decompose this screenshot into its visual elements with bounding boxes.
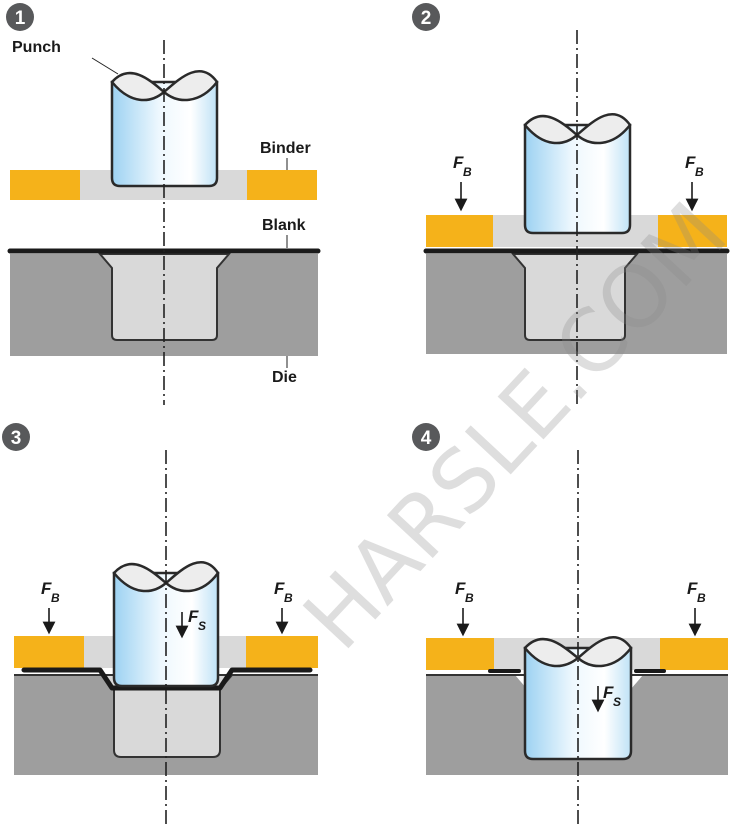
binder-force-left-symbol: F xyxy=(41,579,52,598)
binder-force-left-symbol: F xyxy=(453,153,464,172)
punch-top xyxy=(523,636,633,668)
step-1-number: 1 xyxy=(15,8,26,29)
panel-3: 3 F B F B F S xyxy=(2,423,318,826)
binder-right xyxy=(247,170,317,200)
punch-top xyxy=(523,113,632,145)
punch-leader xyxy=(91,57,119,75)
binder-force-right-sub: B xyxy=(284,591,293,605)
binder-force-right-sub: B xyxy=(695,165,704,179)
binder-left xyxy=(426,638,494,670)
binder-force-left-sub: B xyxy=(51,591,60,605)
die-body xyxy=(426,675,728,775)
binder-force-right-symbol: F xyxy=(685,153,696,172)
binder-force-right-symbol: F xyxy=(274,579,285,598)
punch-top xyxy=(110,70,219,102)
die-body xyxy=(426,254,727,354)
binder-right xyxy=(658,215,727,247)
die-label: Die xyxy=(272,369,297,386)
step-2-badge xyxy=(412,3,440,31)
step-3-number: 3 xyxy=(11,428,22,449)
binder-left xyxy=(10,170,80,200)
blank-label: Blank xyxy=(262,217,306,234)
binder-force-left-sub: B xyxy=(463,165,472,179)
panel-4: 4 F B F B F S xyxy=(412,423,728,826)
die-body xyxy=(14,675,318,775)
punch-label: Punch xyxy=(12,39,61,56)
stroke-force-sub: S xyxy=(613,695,621,709)
stroke-force-symbol: F xyxy=(188,607,199,626)
binder-right xyxy=(660,638,728,670)
binder-right xyxy=(246,636,318,668)
binder-force-right-symbol: F xyxy=(687,579,698,598)
step-1-badge xyxy=(6,3,34,31)
die-cavity xyxy=(510,253,640,341)
blank-drawn xyxy=(21,667,313,691)
binder-force-right-sub: B xyxy=(697,591,706,605)
panel-1: 1 Punch Binder Blank Die xyxy=(6,3,321,405)
stroke-force-sub: S xyxy=(198,619,206,633)
binder-force-left-sub: B xyxy=(465,591,474,605)
die-body xyxy=(10,254,318,356)
die-cavity xyxy=(99,674,235,758)
punch-top xyxy=(112,561,220,593)
step-4-badge xyxy=(412,423,440,451)
punch xyxy=(110,80,219,188)
step-2-number: 2 xyxy=(421,8,432,29)
step-3-badge xyxy=(2,423,30,451)
binder-left xyxy=(14,636,84,668)
die-cavity xyxy=(97,253,232,341)
binder-left xyxy=(426,215,493,247)
panel-2: 2 F B F B xyxy=(412,3,730,405)
binder-force-left-symbol: F xyxy=(455,579,466,598)
binder-label: Binder xyxy=(260,140,311,157)
step-4-number: 4 xyxy=(421,428,432,449)
stroke-force-symbol: F xyxy=(603,683,614,702)
